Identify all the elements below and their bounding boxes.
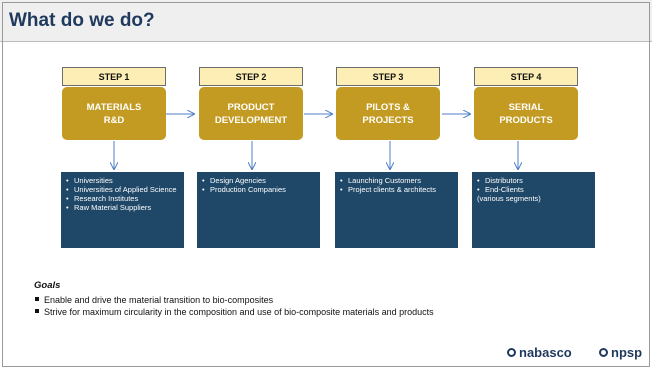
list-item: Research Institutes [66, 194, 180, 203]
nabasco-logo: nabasco [507, 345, 572, 360]
step-4-label: STEP 4 [474, 67, 578, 86]
list-item: Production Companies [202, 185, 316, 194]
step-2-label: STEP 2 [199, 67, 303, 86]
title-bar: What do we do? [0, 0, 652, 42]
step-1-stakeholders: Universities Universities of Applied Sci… [61, 172, 184, 248]
goal-item: Enable and drive the material transition… [34, 294, 634, 306]
step-3-stakeholders: Launching Customers Project clients & ar… [335, 172, 458, 248]
npsp-logo-text: npsp [611, 345, 643, 360]
step-2-box: PRODUCT DEVELOPMENT [199, 87, 303, 140]
slide-title: What do we do? [9, 10, 155, 31]
list-item: Distributors [477, 176, 591, 185]
list-item: Raw Material Suppliers [66, 203, 180, 212]
list-item: End-Clients [477, 185, 591, 194]
step-1-name-line1: MATERIALS [86, 101, 142, 113]
list-item: Launching Customers [340, 176, 454, 185]
nabasco-logo-text: nabasco [519, 345, 572, 360]
step-3-box: PILOTS & PROJECTS [336, 87, 440, 140]
step-2-name-line1: PRODUCT [227, 101, 275, 113]
step-2-stakeholders: Design Agencies Production Companies [197, 172, 320, 248]
step-4-name-line2: PRODUCTS [499, 114, 553, 126]
step-1-name-line2: R&D [103, 114, 125, 126]
list-item: Project clients & architects [340, 185, 454, 194]
npsp-logo-icon [599, 348, 608, 357]
step-1-box: MATERIALS R&D [62, 87, 166, 140]
goals-title: Goals [34, 280, 61, 291]
step-4-name-line1: SERIAL [508, 101, 544, 113]
list-item: Universities [66, 176, 180, 185]
npsp-logo: npsp [599, 345, 642, 360]
step-3-name-line1: PILOTS & [366, 101, 410, 113]
step-3-name-line2: PROJECTS [362, 114, 414, 126]
list-item: (various segments) [477, 194, 541, 203]
goals-section: Goals Enable and drive the material tran… [34, 280, 634, 318]
step-4-box: SERIAL PRODUCTS [474, 87, 578, 140]
step-4-stakeholders: Distributors End-Clients (various segmen… [472, 172, 595, 248]
list-item: Universities of Applied Science [66, 185, 180, 194]
step-3-label: STEP 3 [336, 67, 440, 86]
step-1-label: STEP 1 [62, 67, 166, 86]
step-2-name-line2: DEVELOPMENT [214, 114, 288, 126]
list-item: Design Agencies [202, 176, 316, 185]
nabasco-logo-icon [507, 348, 516, 357]
goal-item: Strive for maximum circularity in the co… [34, 306, 634, 318]
